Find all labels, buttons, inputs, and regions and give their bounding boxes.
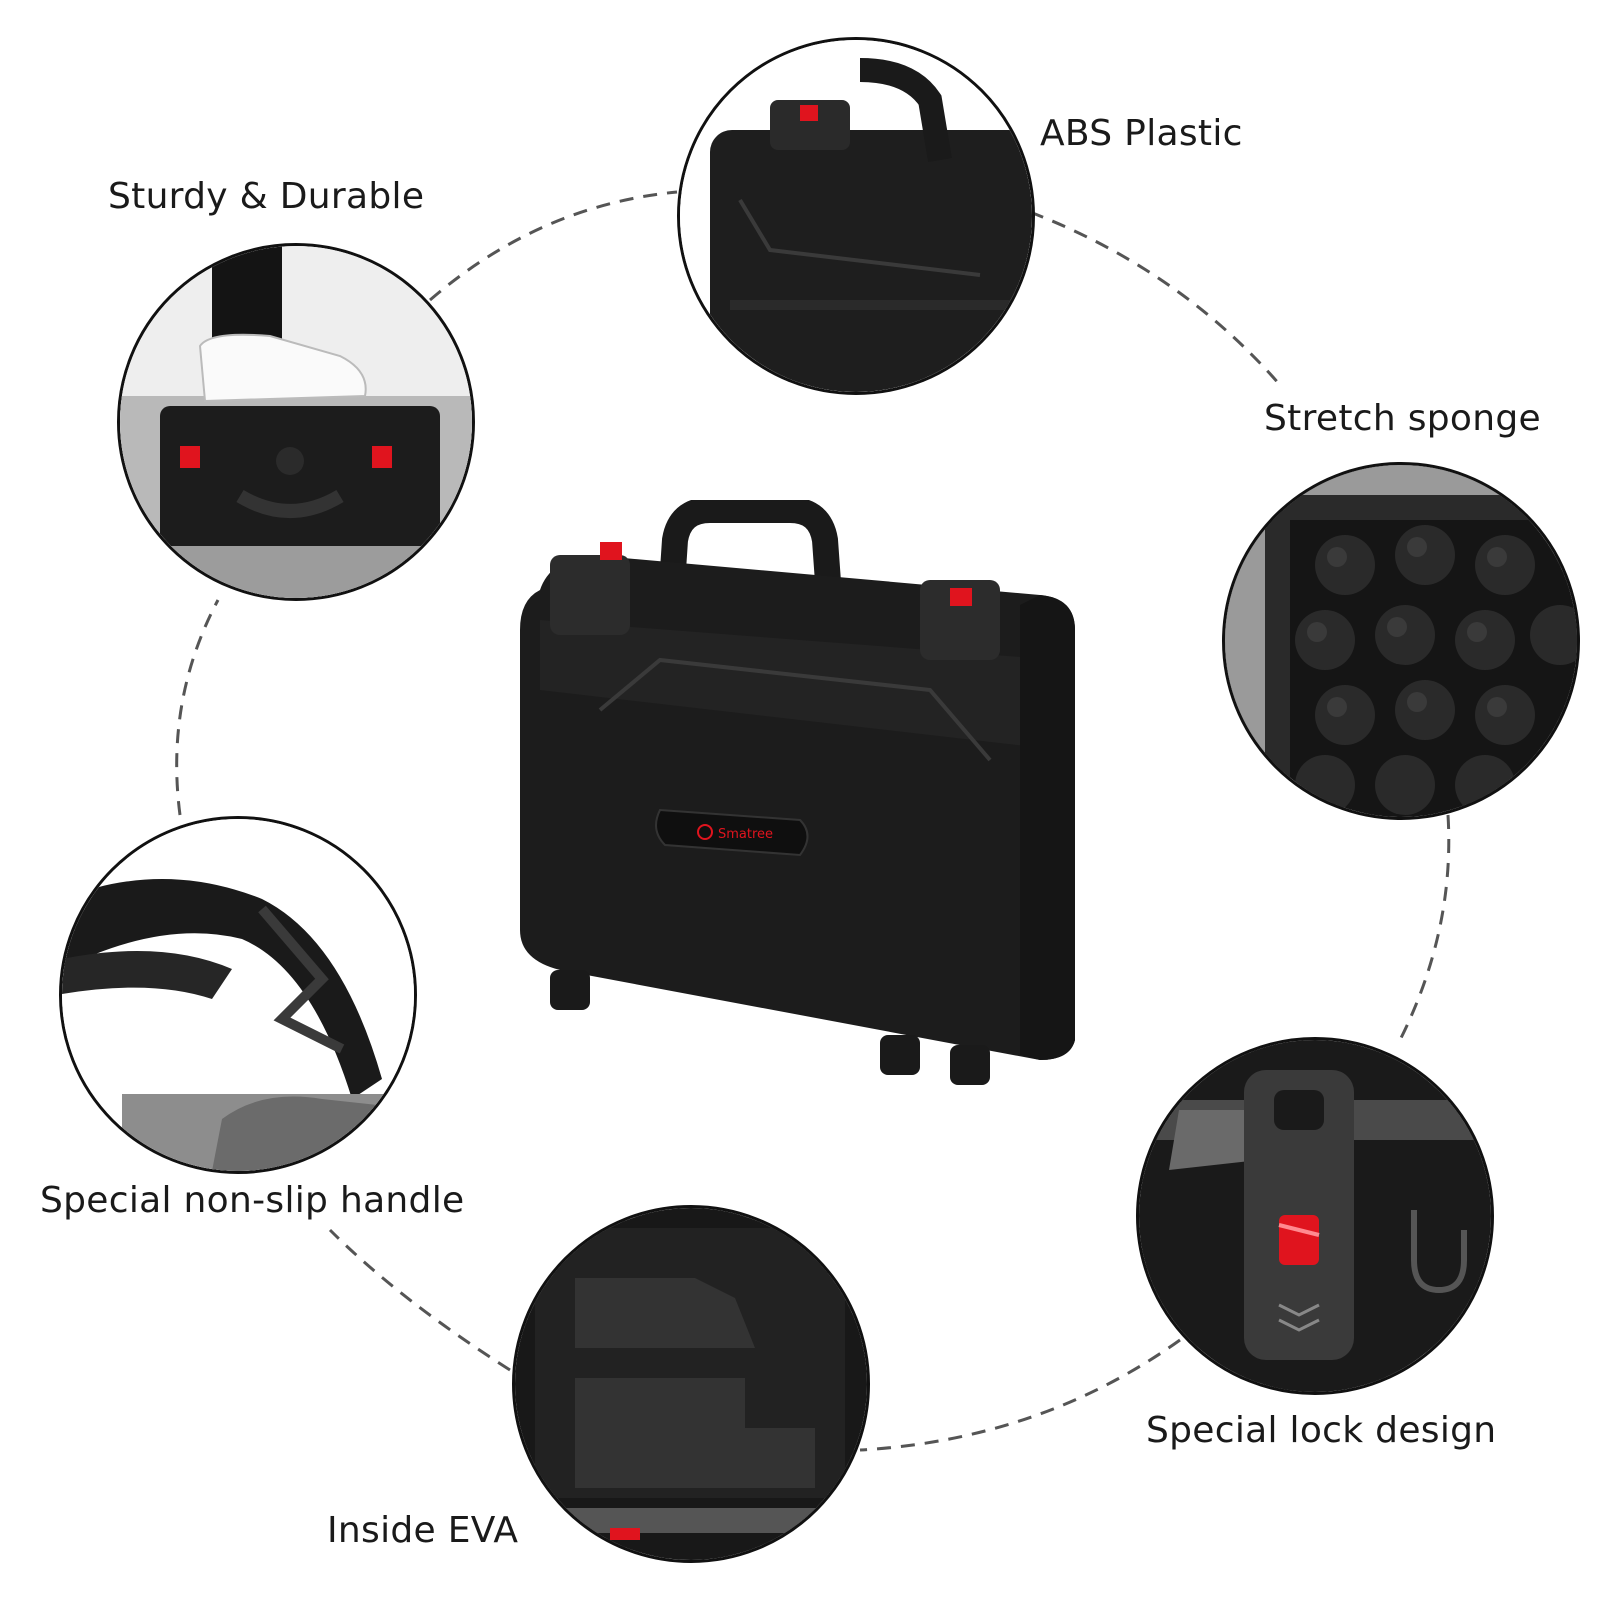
feature-label-inside-eva: Inside EVA	[327, 1510, 519, 1551]
bubble-inside-eva	[512, 1205, 870, 1563]
egg-crate-foam-illustration	[1225, 465, 1577, 817]
feature-label-sturdy: Sturdy & Durable	[108, 176, 425, 217]
latch-closeup-illustration	[1139, 1040, 1491, 1392]
bubble-stretch-sponge	[1222, 462, 1580, 820]
feature-label-abs-plastic: ABS Plastic	[1040, 113, 1243, 154]
eva-foam-insert-illustration	[515, 1208, 867, 1560]
hard-case-main-image: Smatree	[500, 500, 1110, 1120]
feature-label-stretch-sponge: Stretch sponge	[1264, 398, 1541, 439]
stepped-on-case-illustration	[120, 246, 472, 598]
hard-case-illustration: Smatree	[500, 500, 1110, 1120]
bubble-lock-design	[1136, 1037, 1494, 1395]
brand-name: Smatree	[718, 827, 773, 842]
case-top-illustration	[680, 40, 1032, 392]
feature-label-non-slip-handle: Special non-slip handle	[40, 1180, 465, 1221]
bubble-non-slip-handle	[59, 816, 417, 1174]
bubble-abs-plastic	[677, 37, 1035, 395]
bubble-sturdy-durable	[117, 243, 475, 601]
handle-closeup-illustration	[62, 819, 414, 1171]
feature-label-lock-design: Special lock design	[1146, 1410, 1497, 1451]
brand-logo-icon	[697, 824, 713, 840]
